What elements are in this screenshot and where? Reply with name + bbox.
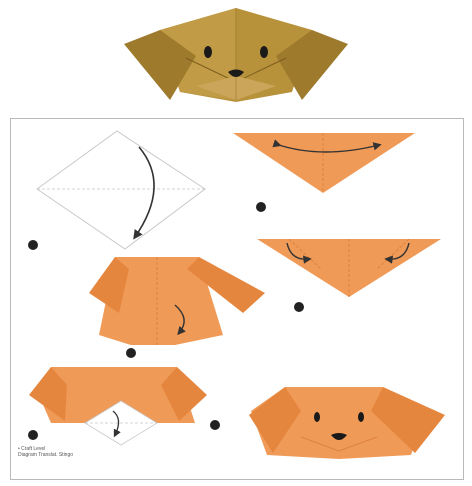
step-1-square	[28, 131, 205, 250]
hero-dog-face-icon	[124, 8, 348, 102]
step-2-triangle	[233, 133, 415, 212]
step-1-marker	[28, 240, 38, 250]
finished-dog-hero	[0, 0, 472, 118]
hero-left-eye	[204, 46, 212, 58]
step-6-marker	[210, 420, 220, 430]
instruction-panel	[10, 118, 464, 480]
instruction-diagram	[11, 119, 463, 479]
step-6-right-eye	[358, 412, 364, 422]
credits-line-2: Diagram Translat. Stingo	[18, 452, 73, 458]
hero-right-eye	[260, 46, 268, 58]
step-5-head	[28, 367, 220, 445]
step-5-marker	[28, 430, 38, 440]
step-2-marker	[256, 202, 266, 212]
step-4-marker	[126, 348, 136, 358]
step-6-left-eye	[314, 412, 320, 422]
step-3-marker	[294, 302, 304, 312]
step-4-head	[89, 257, 265, 358]
step-6-dog-face	[249, 387, 445, 459]
step-3-triangle	[257, 239, 441, 312]
credits: • Craft Level Diagram Translat. Stingo	[18, 446, 73, 458]
